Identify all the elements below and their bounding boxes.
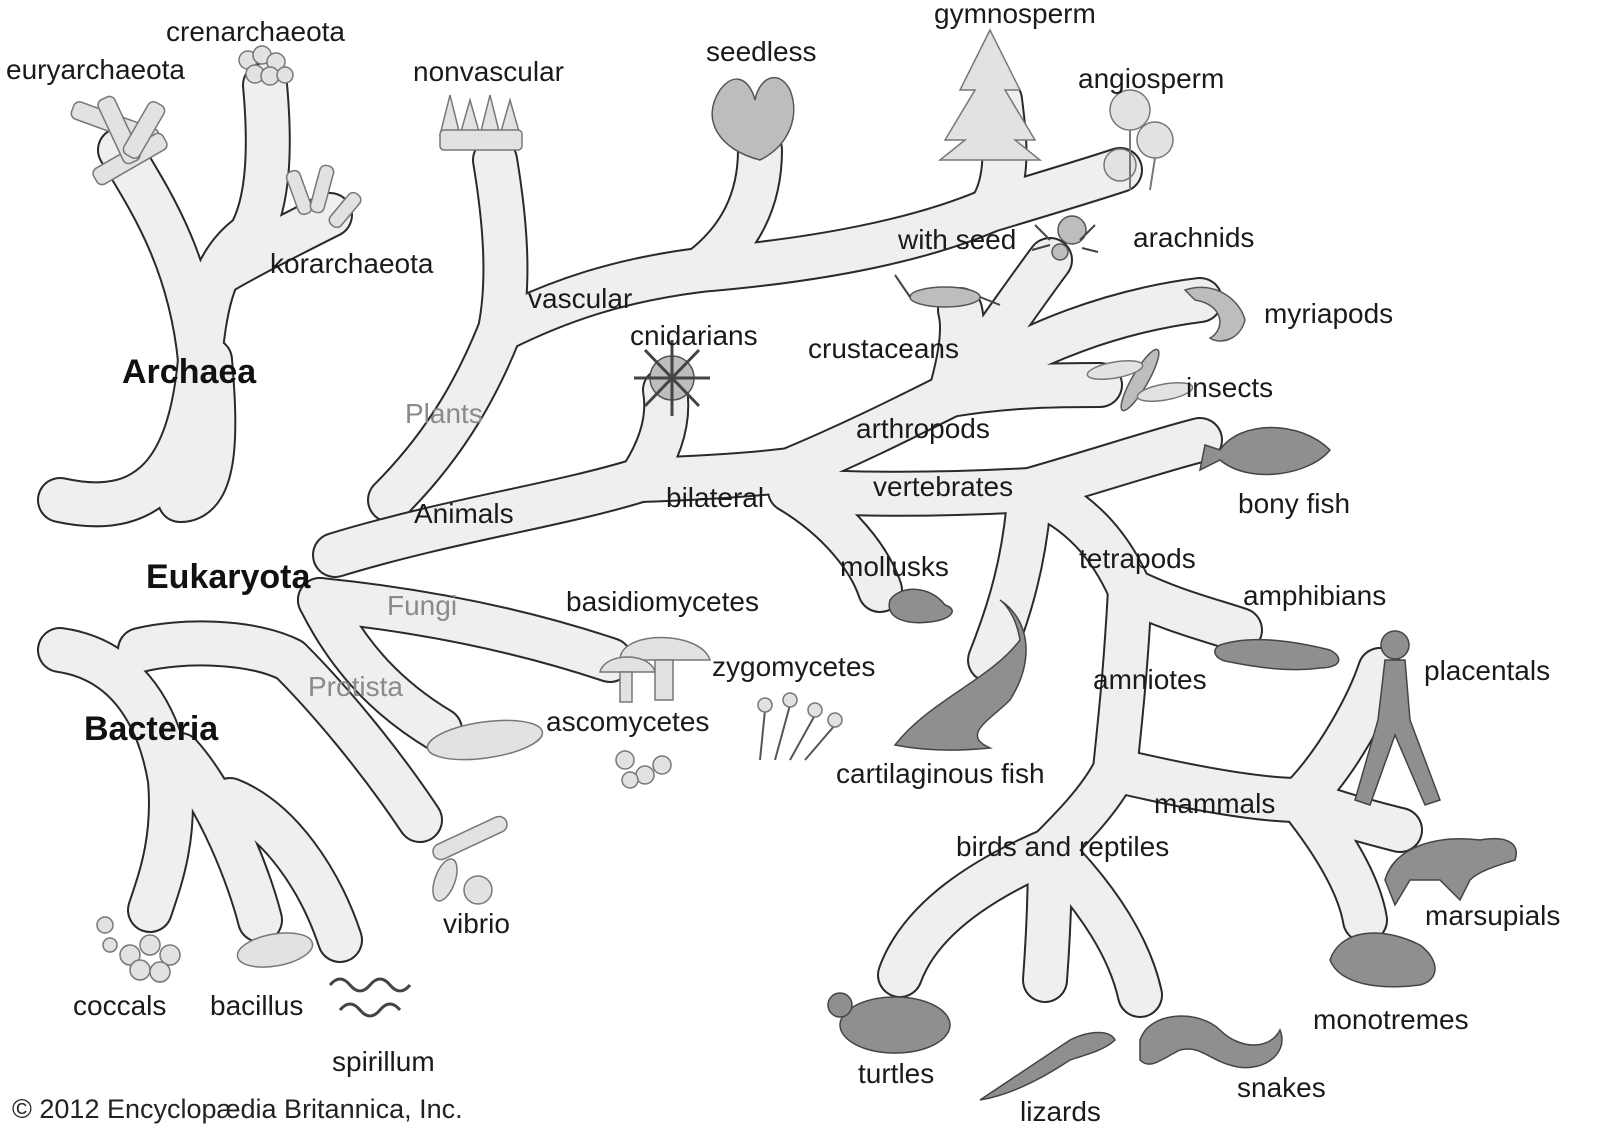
vibrio-illustration	[432, 815, 508, 905]
label-monotremes: monotremes	[1313, 1004, 1469, 1035]
myriapod-illustration	[1183, 286, 1246, 342]
label-bacillus: bacillus	[210, 990, 304, 1021]
gymnosperm-tree-illustration	[937, 28, 1043, 161]
insect-illustration	[1086, 348, 1194, 412]
mollusk-illustration	[888, 588, 953, 624]
label-bacteria: Bacteria	[84, 710, 219, 748]
animal-branches	[312, 237, 1423, 1018]
label-amniotes: amniotes	[1093, 664, 1207, 695]
label-amphibians: amphibians	[1243, 580, 1387, 611]
label-basidiomycetes: basidiomycetes	[566, 586, 759, 617]
bony-fish-illustration	[1198, 426, 1332, 476]
seedless-fern-illustration	[711, 76, 795, 161]
label-crustaceans: crustaceans	[808, 333, 959, 364]
label-arachnids: arachnids	[1133, 222, 1255, 253]
label-seedless: seedless	[706, 36, 817, 67]
cnidarian-illustration	[634, 340, 710, 416]
basidiomycete-mushroom-illustration	[599, 636, 712, 703]
label-mammals: mammals	[1154, 788, 1276, 819]
label-vascular: vascular	[528, 283, 633, 314]
label-arthropods: arthropods	[856, 413, 990, 444]
label-euryarchaeota: euryarchaeota	[6, 54, 186, 85]
marsupial-illustration	[1384, 838, 1517, 907]
protist-paramecium-illustration	[426, 719, 544, 761]
korarchaeota-illustration	[285, 164, 362, 229]
label-bilateral: bilateral	[666, 482, 765, 513]
cartilaginous-fish-illustration	[893, 599, 1027, 751]
crustacean-illustration	[894, 274, 1001, 308]
copyright-credit: © 2012 Encyclopædia Britannica, Inc.	[12, 1094, 463, 1124]
label-zygomycetes: zygomycetes	[712, 651, 876, 682]
label-animals: Animals	[414, 498, 514, 529]
label-turtles: turtles	[858, 1058, 935, 1089]
label-nonvascular: nonvascular	[413, 56, 564, 87]
label-myriapods: myriapods	[1264, 298, 1394, 329]
label-snakes: snakes	[1237, 1072, 1326, 1103]
arachnid-illustration	[1031, 215, 1099, 261]
label-archaea: Archaea	[122, 353, 257, 391]
label-marsupials: marsupials	[1425, 900, 1561, 931]
ascomycete-illustration	[615, 750, 672, 789]
label-cartilaginous-fish: cartilaginous fish	[836, 758, 1045, 789]
label-tetrapods: tetrapods	[1079, 543, 1196, 574]
label-with-seed: with seed	[898, 224, 1017, 255]
zygomycete-illustration	[757, 692, 843, 761]
euryarchaeota-illustration	[70, 95, 168, 186]
label-cnidarians: cnidarians	[630, 320, 758, 351]
label-spirillum: spirillum	[332, 1046, 435, 1077]
label-eukaryota: Eukaryota	[146, 558, 311, 596]
plant-branches	[367, 77, 1143, 523]
label-vibrio: vibrio	[443, 908, 510, 939]
fungi-protista-branches	[297, 577, 633, 753]
turtle-illustration	[827, 992, 951, 1054]
lizard-illustration	[979, 1031, 1116, 1101]
label-mollusks: mollusks	[840, 551, 949, 582]
label-vertebrates: vertebrates	[873, 471, 1014, 502]
label-placentals: placentals	[1424, 655, 1551, 686]
bacillus-illustration	[236, 932, 314, 968]
label-lizards: lizards	[1020, 1096, 1101, 1127]
label-ascomycetes: ascomycetes	[546, 706, 710, 737]
label-bony-fish: bony fish	[1238, 488, 1351, 519]
label-fungi: Fungi	[387, 590, 458, 621]
crenarchaeota-illustration	[238, 45, 294, 86]
label-insects: insects	[1186, 372, 1274, 403]
label-plants: Plants	[405, 398, 483, 429]
spirillum-illustration	[328, 977, 412, 1018]
label-protista: Protista	[308, 671, 403, 702]
label-gymnosperm: gymnosperm	[934, 0, 1096, 29]
label-crenarchaeota: crenarchaeota	[166, 16, 346, 47]
placental-human-illustration	[1354, 630, 1441, 806]
monotreme-echidna-illustration	[1329, 932, 1436, 988]
label-korarchaeota: korarchaeota	[270, 248, 434, 279]
angiosperm-flower-illustration	[1103, 89, 1174, 191]
label-angiosperm: angiosperm	[1078, 63, 1225, 94]
bacteria-branches	[37, 620, 443, 963]
archaea-branches	[37, 62, 353, 528]
label-coccals: coccals	[73, 990, 167, 1021]
amphibian-illustration	[1214, 638, 1340, 671]
label-birds-and-reptiles: birds and reptiles	[956, 831, 1170, 862]
nonvascular-illustration	[439, 94, 523, 151]
snake-illustration	[1139, 1015, 1283, 1069]
coccal-bacteria-illustration	[96, 916, 181, 983]
